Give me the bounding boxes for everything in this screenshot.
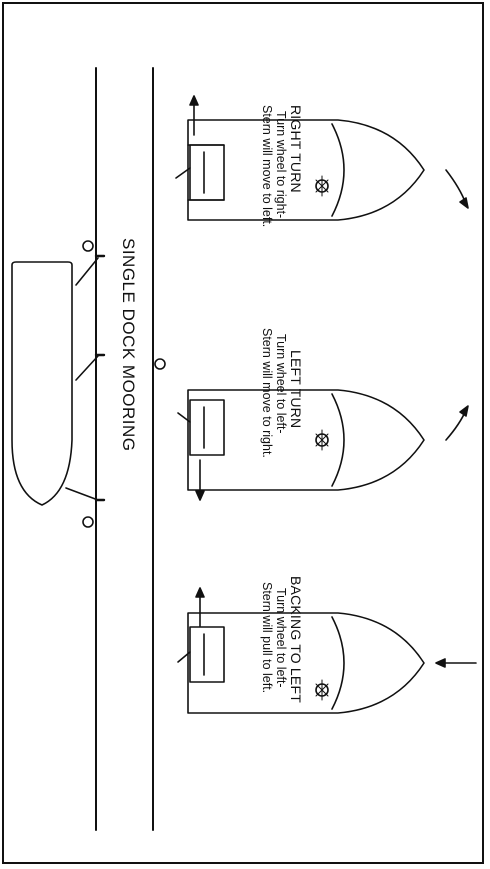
panel-line: Turn wheel to right- [274, 111, 288, 219]
piling-middle [154, 358, 166, 370]
stern-line [75, 257, 99, 286]
arrow-stern-down [195, 459, 205, 501]
piling-top [82, 240, 94, 252]
diagram-frame [2, 2, 484, 864]
motor-tiller [175, 167, 191, 179]
moored-boat-hull [11, 261, 73, 506]
boat-hull [187, 119, 425, 221]
diagram-title: SINGLE DOCK MOORING [119, 238, 138, 452]
panel-line: Stern will move to left. [260, 105, 274, 228]
panel-line: Stern will pull to left. [260, 582, 274, 694]
arrow-stern-up-backing [195, 587, 205, 627]
panel-line: Turn wheel to left- [274, 334, 288, 434]
panel-heading: LEFT TURN [288, 350, 304, 429]
moored-boat [11, 257, 99, 506]
panel-heading: BACKING TO LEFT [288, 576, 304, 703]
motor-tiller [177, 651, 191, 663]
boat-windshield [331, 123, 345, 217]
panel-text-backing-left: BACKING TO LEFT Turn wheel to left- Ster… [260, 576, 304, 703]
arrow-stern-up [189, 95, 199, 136]
motor-tiller [177, 412, 191, 423]
boat-right-turn [175, 119, 425, 221]
panel-line: Turn wheel to left- [274, 588, 288, 688]
boat-backing-left [177, 612, 425, 714]
piling-bottom [82, 516, 94, 528]
panel-heading: RIGHT TURN [288, 105, 304, 193]
panel-text-left-turn: LEFT TURN Turn wheel to left- Stern will… [260, 328, 304, 458]
panel-text-right-turn: RIGHT TURN Turn wheel to right- Stern wi… [260, 105, 304, 227]
dock-cleats [94, 254, 106, 502]
spring-line [75, 355, 99, 381]
arrow-curve-right-turn [445, 169, 469, 209]
boat-stern-box [189, 144, 225, 201]
boat-left-turn [177, 389, 425, 491]
arrow-curve-left-turn [445, 405, 469, 441]
panel-line: Stern will move to right. [260, 328, 274, 458]
bow-line [65, 487, 99, 501]
arrow-straight-backing [435, 658, 477, 668]
